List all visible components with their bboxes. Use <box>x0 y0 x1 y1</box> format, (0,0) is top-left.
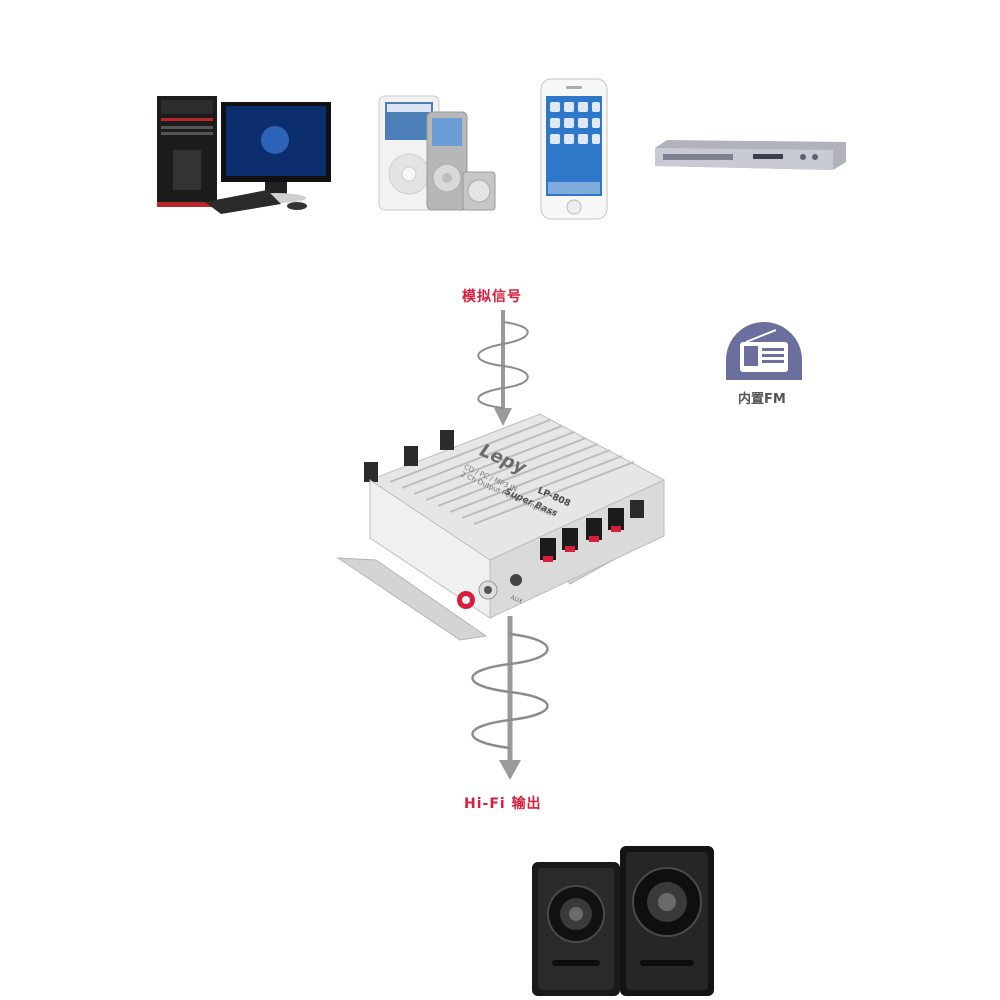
hifi-output-label: Hi-Fi 输出 <box>464 796 542 812</box>
speaker-icon <box>532 846 714 996</box>
builtin-fm-label: 内置FM <box>738 392 786 407</box>
mp3-players-image <box>378 95 496 211</box>
down-arrow-icon <box>494 310 512 426</box>
signal-wave-icon <box>471 632 549 750</box>
dvd-player-image <box>655 140 846 170</box>
signal-wave-icon <box>477 321 529 409</box>
smartphone-image <box>540 78 608 220</box>
input-signal-arrow <box>477 310 529 426</box>
amplifier-image <box>336 413 666 641</box>
down-arrow-icon <box>499 616 521 780</box>
analog-signal-label: 模拟信号 <box>462 289 522 305</box>
radio-icon <box>726 322 802 380</box>
desktop-computer-image <box>157 96 331 214</box>
output-signal-arrow <box>471 616 549 780</box>
